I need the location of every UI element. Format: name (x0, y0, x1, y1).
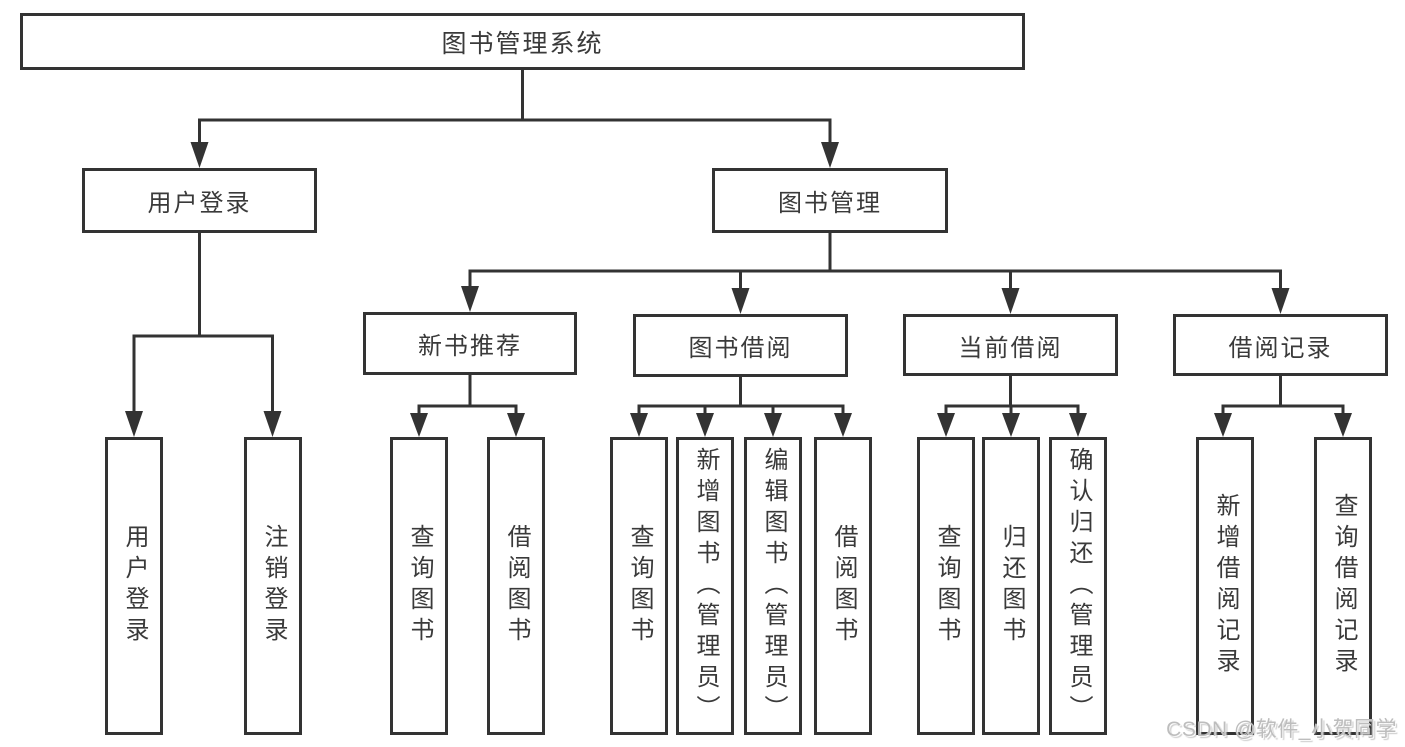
connector-book-borrow-split (630, 375, 852, 437)
leaf-cb-query-books: 查询图书 (917, 437, 975, 735)
leaf-nb-borrow-books: 借阅图书 (487, 437, 545, 735)
connector-current-borrow-split (937, 374, 1087, 437)
connector-user-login-split (125, 231, 282, 437)
node-current-borrow: 当前借阅 (903, 314, 1118, 376)
leaf-br-query-record: 查询借阅记录 (1314, 437, 1372, 735)
leaf-br-add-record: 新增借阅记录 (1196, 437, 1254, 735)
leaf-cb-confirm-return-admin: 确认归还（管理员） (1049, 437, 1107, 735)
connector-new-book-split (410, 373, 525, 437)
leaf-bb-add-books-admin: 新增图书（管理员） (676, 437, 734, 735)
leaf-bb-query-books: 查询图书 (610, 437, 668, 735)
node-borrow-records: 借阅记录 (1173, 314, 1388, 376)
node-book-borrow: 图书借阅 (633, 314, 848, 377)
leaf-nb-query-books: 查询图书 (390, 437, 448, 735)
connector-borrow-records-split (1214, 374, 1352, 437)
leaf-bb-borrow-books: 借阅图书 (814, 437, 872, 735)
leaf-user-login: 用户登录 (105, 437, 163, 735)
watermark: CSDN @软件_小贺同学 (1166, 718, 1397, 741)
leaf-bb-edit-books-admin: 编辑图书（管理员） (744, 437, 802, 735)
connector-root-split (190, 68, 839, 168)
connector-book-management-split (461, 231, 1290, 314)
node-book-management: 图书管理 (712, 168, 948, 233)
node-new-book-recommend: 新书推荐 (363, 312, 577, 375)
leaf-cb-return-books: 归还图书 (982, 437, 1040, 735)
leaf-logout: 注销登录 (244, 437, 302, 735)
node-user-login: 用户登录 (82, 168, 317, 233)
node-root: 图书管理系统 (20, 13, 1025, 70)
